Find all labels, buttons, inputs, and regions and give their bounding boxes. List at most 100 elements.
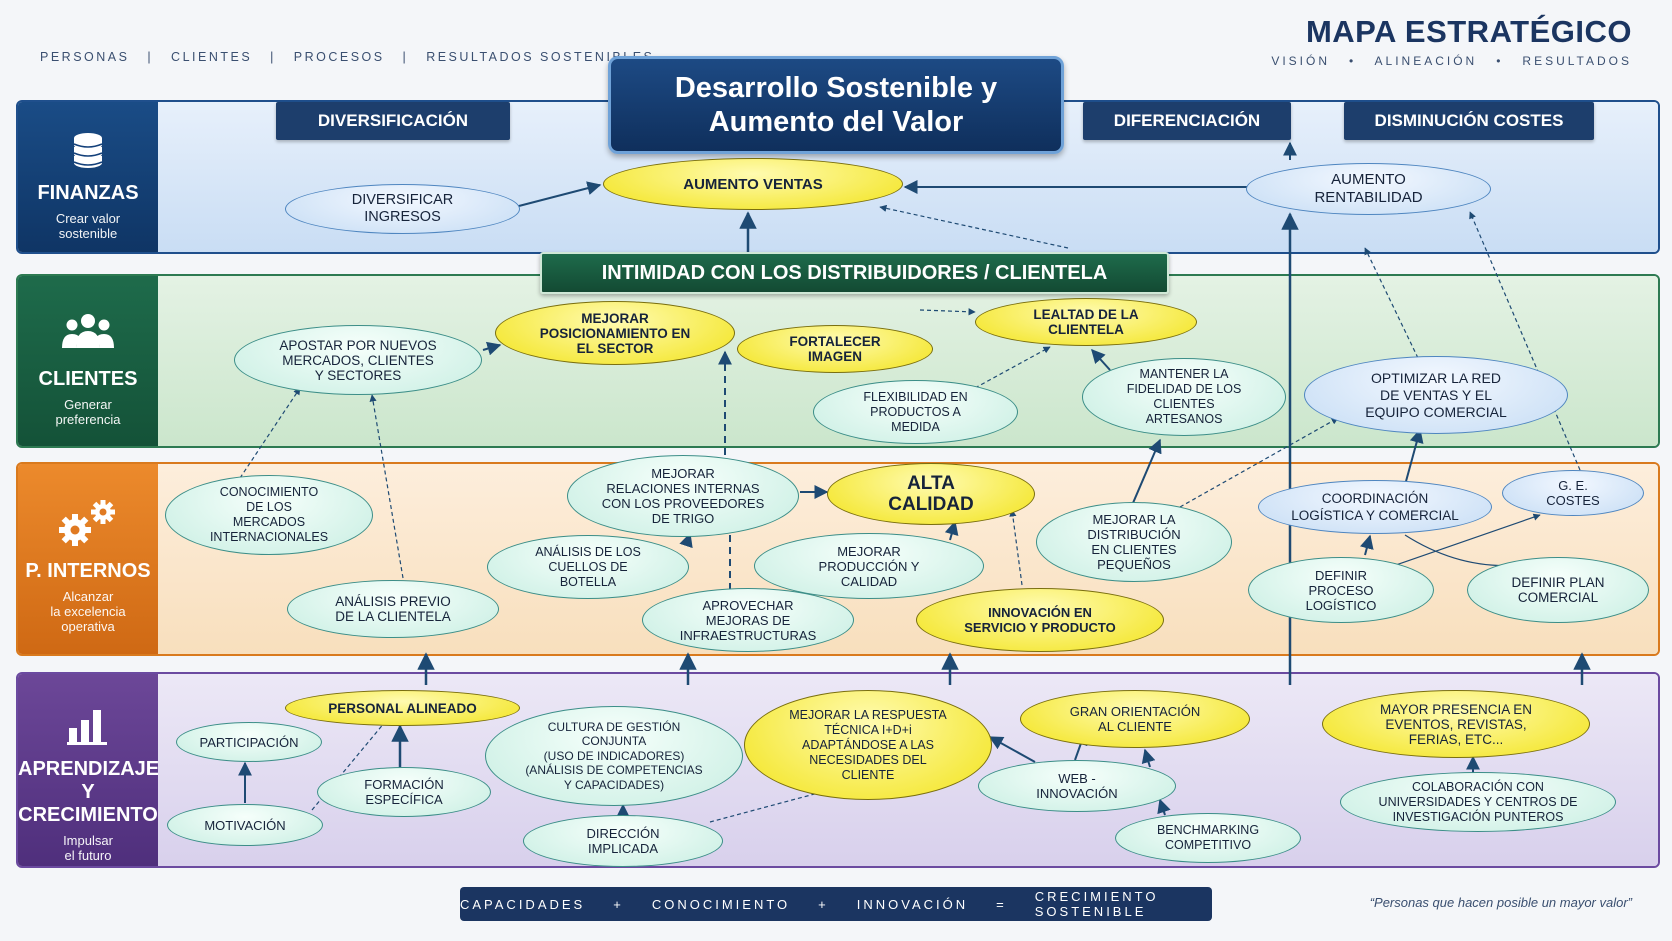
node-line: MEJORAS DE [705, 612, 791, 628]
node-line: EL SECTOR [576, 340, 654, 356]
node-line: OPTIMIZAR LA RED [1371, 369, 1501, 386]
edge [1364, 247, 1419, 359]
node-ge-costes: G. E.COSTES [1502, 470, 1644, 516]
node-line: CON LOS PROVEEDORES [601, 496, 765, 511]
node-line: DE LA CLIENTELA [335, 609, 451, 624]
edge [974, 346, 1051, 389]
perspective-name: CLIENTES [38, 368, 138, 390]
node-line: CLIENTELA [1048, 322, 1124, 337]
node-web-innovacion: WEB -INNOVACIÓN [978, 760, 1176, 812]
node-line: MEJORAR [581, 310, 649, 326]
node-line: CLIENTE [841, 767, 895, 782]
node-motivacion: MOTIVACIÓN [167, 804, 323, 846]
node-line: SERVICIO Y PRODUCTO [964, 620, 1116, 635]
footer-operator: + [818, 896, 829, 912]
node-line: PROCESO [1308, 582, 1374, 598]
perspective-desc-line: Crear valor [55, 211, 121, 226]
edge [1179, 417, 1339, 508]
node-line: CLIENTES [1153, 397, 1215, 411]
node-line: AUMENTO [1331, 171, 1406, 188]
perspective-desc-line: Impulsar [63, 833, 113, 848]
node-line: Y SECTORES [314, 367, 402, 383]
node-line: INNOVACIÓN [1036, 786, 1118, 801]
node-line: COMERCIAL [1517, 590, 1599, 605]
node-line: CUELLOS DE [548, 559, 628, 574]
node-line: (ANÁLISIS DE COMPETENCIAS [525, 763, 703, 778]
perspective-desc-line: Alcanzar [62, 589, 114, 604]
footer-term: CAPACIDADES [460, 896, 586, 912]
edge [311, 721, 386, 811]
edge [1360, 534, 1374, 556]
node-line: CALIDAD [888, 494, 974, 515]
node-line: DE LOS [246, 500, 292, 514]
footer-operator: = [996, 896, 1007, 912]
node-line: FERIAS, ETC... [1408, 731, 1504, 747]
footer-equation: CAPACIDADES + CONOCIMIENTO + INNOVACIÓN … [460, 887, 1212, 921]
node-personal-alineado: PERSONAL ALINEADO [285, 690, 520, 726]
node-line: POSICIONAMIENTO EN [539, 325, 691, 341]
node-line: WEB - [1058, 771, 1096, 786]
perspective-desc-line: preferencia [55, 412, 121, 427]
node-line: CONJUNTA [581, 734, 647, 749]
node-line: FORMACIÓN [364, 777, 444, 792]
node-line: UNIVERSIDADES Y CENTROS DE [1378, 794, 1578, 809]
node-line: MANTENER LA [1139, 367, 1229, 381]
perspective-desc-line: operativa [61, 619, 115, 634]
node-line: INFRAESTRUCTURAS [679, 627, 817, 643]
perspective-desc-line: sostenible [58, 226, 118, 241]
node-line: BENCHMARKING [1156, 823, 1260, 837]
edge [944, 520, 959, 541]
node-line: DIVERSIFICAR [351, 192, 454, 208]
node-line: MEJORAR [837, 543, 901, 559]
edge [1404, 428, 1424, 486]
node-line: RELACIONES INTERNAS [606, 481, 760, 496]
users-icon [18, 310, 158, 354]
node-line: MEJORAR [651, 466, 715, 481]
node-line: APROVECHAR [702, 597, 794, 613]
footer-term: INNOVACIÓN [856, 896, 969, 912]
node-participacion: PARTICIPACIÓN [176, 722, 322, 762]
node-line: APOSTAR POR NUEVOS [279, 337, 437, 353]
edge [988, 736, 1036, 763]
node-line: ANÁLISIS PREVIO [335, 594, 451, 609]
node-line: G. E. [1558, 478, 1588, 493]
node-line: LEALTAD DE LA [1033, 307, 1139, 322]
node-line: INTERNACIONALES [209, 530, 329, 544]
node-line: TÉCNICA I+D+i [824, 722, 912, 737]
edge [1091, 348, 1111, 371]
header-diferenciacion: DIFERENCIACIÓN [1083, 102, 1291, 140]
node-line: PERSONAL ALINEADO [328, 700, 477, 716]
node-line: COLABORACIÓN CON [1412, 779, 1544, 794]
header-disminucion-costes: DISMINUCIÓN COSTES [1344, 102, 1594, 140]
node-line: ANÁLISIS DE LOS [535, 544, 641, 559]
node-line: AL CLIENTE [1098, 719, 1172, 734]
edge [369, 394, 404, 579]
edge [1141, 748, 1156, 768]
footer-operator: + [613, 896, 624, 912]
node-line: COSTES [1546, 493, 1600, 508]
main-title-line: Aumento del Valor [708, 106, 964, 138]
